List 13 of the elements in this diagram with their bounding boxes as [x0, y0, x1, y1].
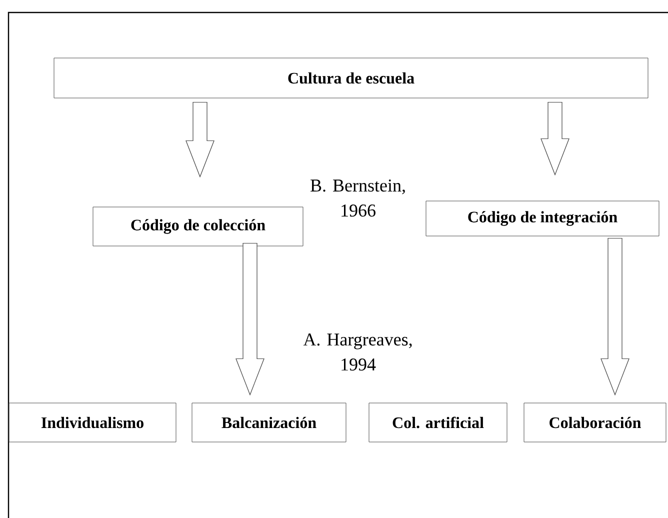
text-box: Código de integración	[426, 200, 660, 236]
text-box: Cultura de escuela	[54, 58, 648, 98]
block-arrow	[236, 242, 264, 396]
text-box: Col. artificial	[368, 402, 508, 442]
text-box: Colaboración	[524, 402, 666, 442]
text-box: Individualismo	[8, 402, 176, 442]
author-note: A. Hargreaves, 1994	[303, 334, 412, 371]
block-arrow	[600, 238, 630, 396]
text-box: Balcanización	[192, 402, 346, 442]
block-arrow	[540, 102, 570, 176]
author-note: B. Bernstein, 1966	[310, 180, 405, 217]
text-box: Código de colección	[92, 206, 304, 246]
block-arrow	[186, 102, 214, 178]
